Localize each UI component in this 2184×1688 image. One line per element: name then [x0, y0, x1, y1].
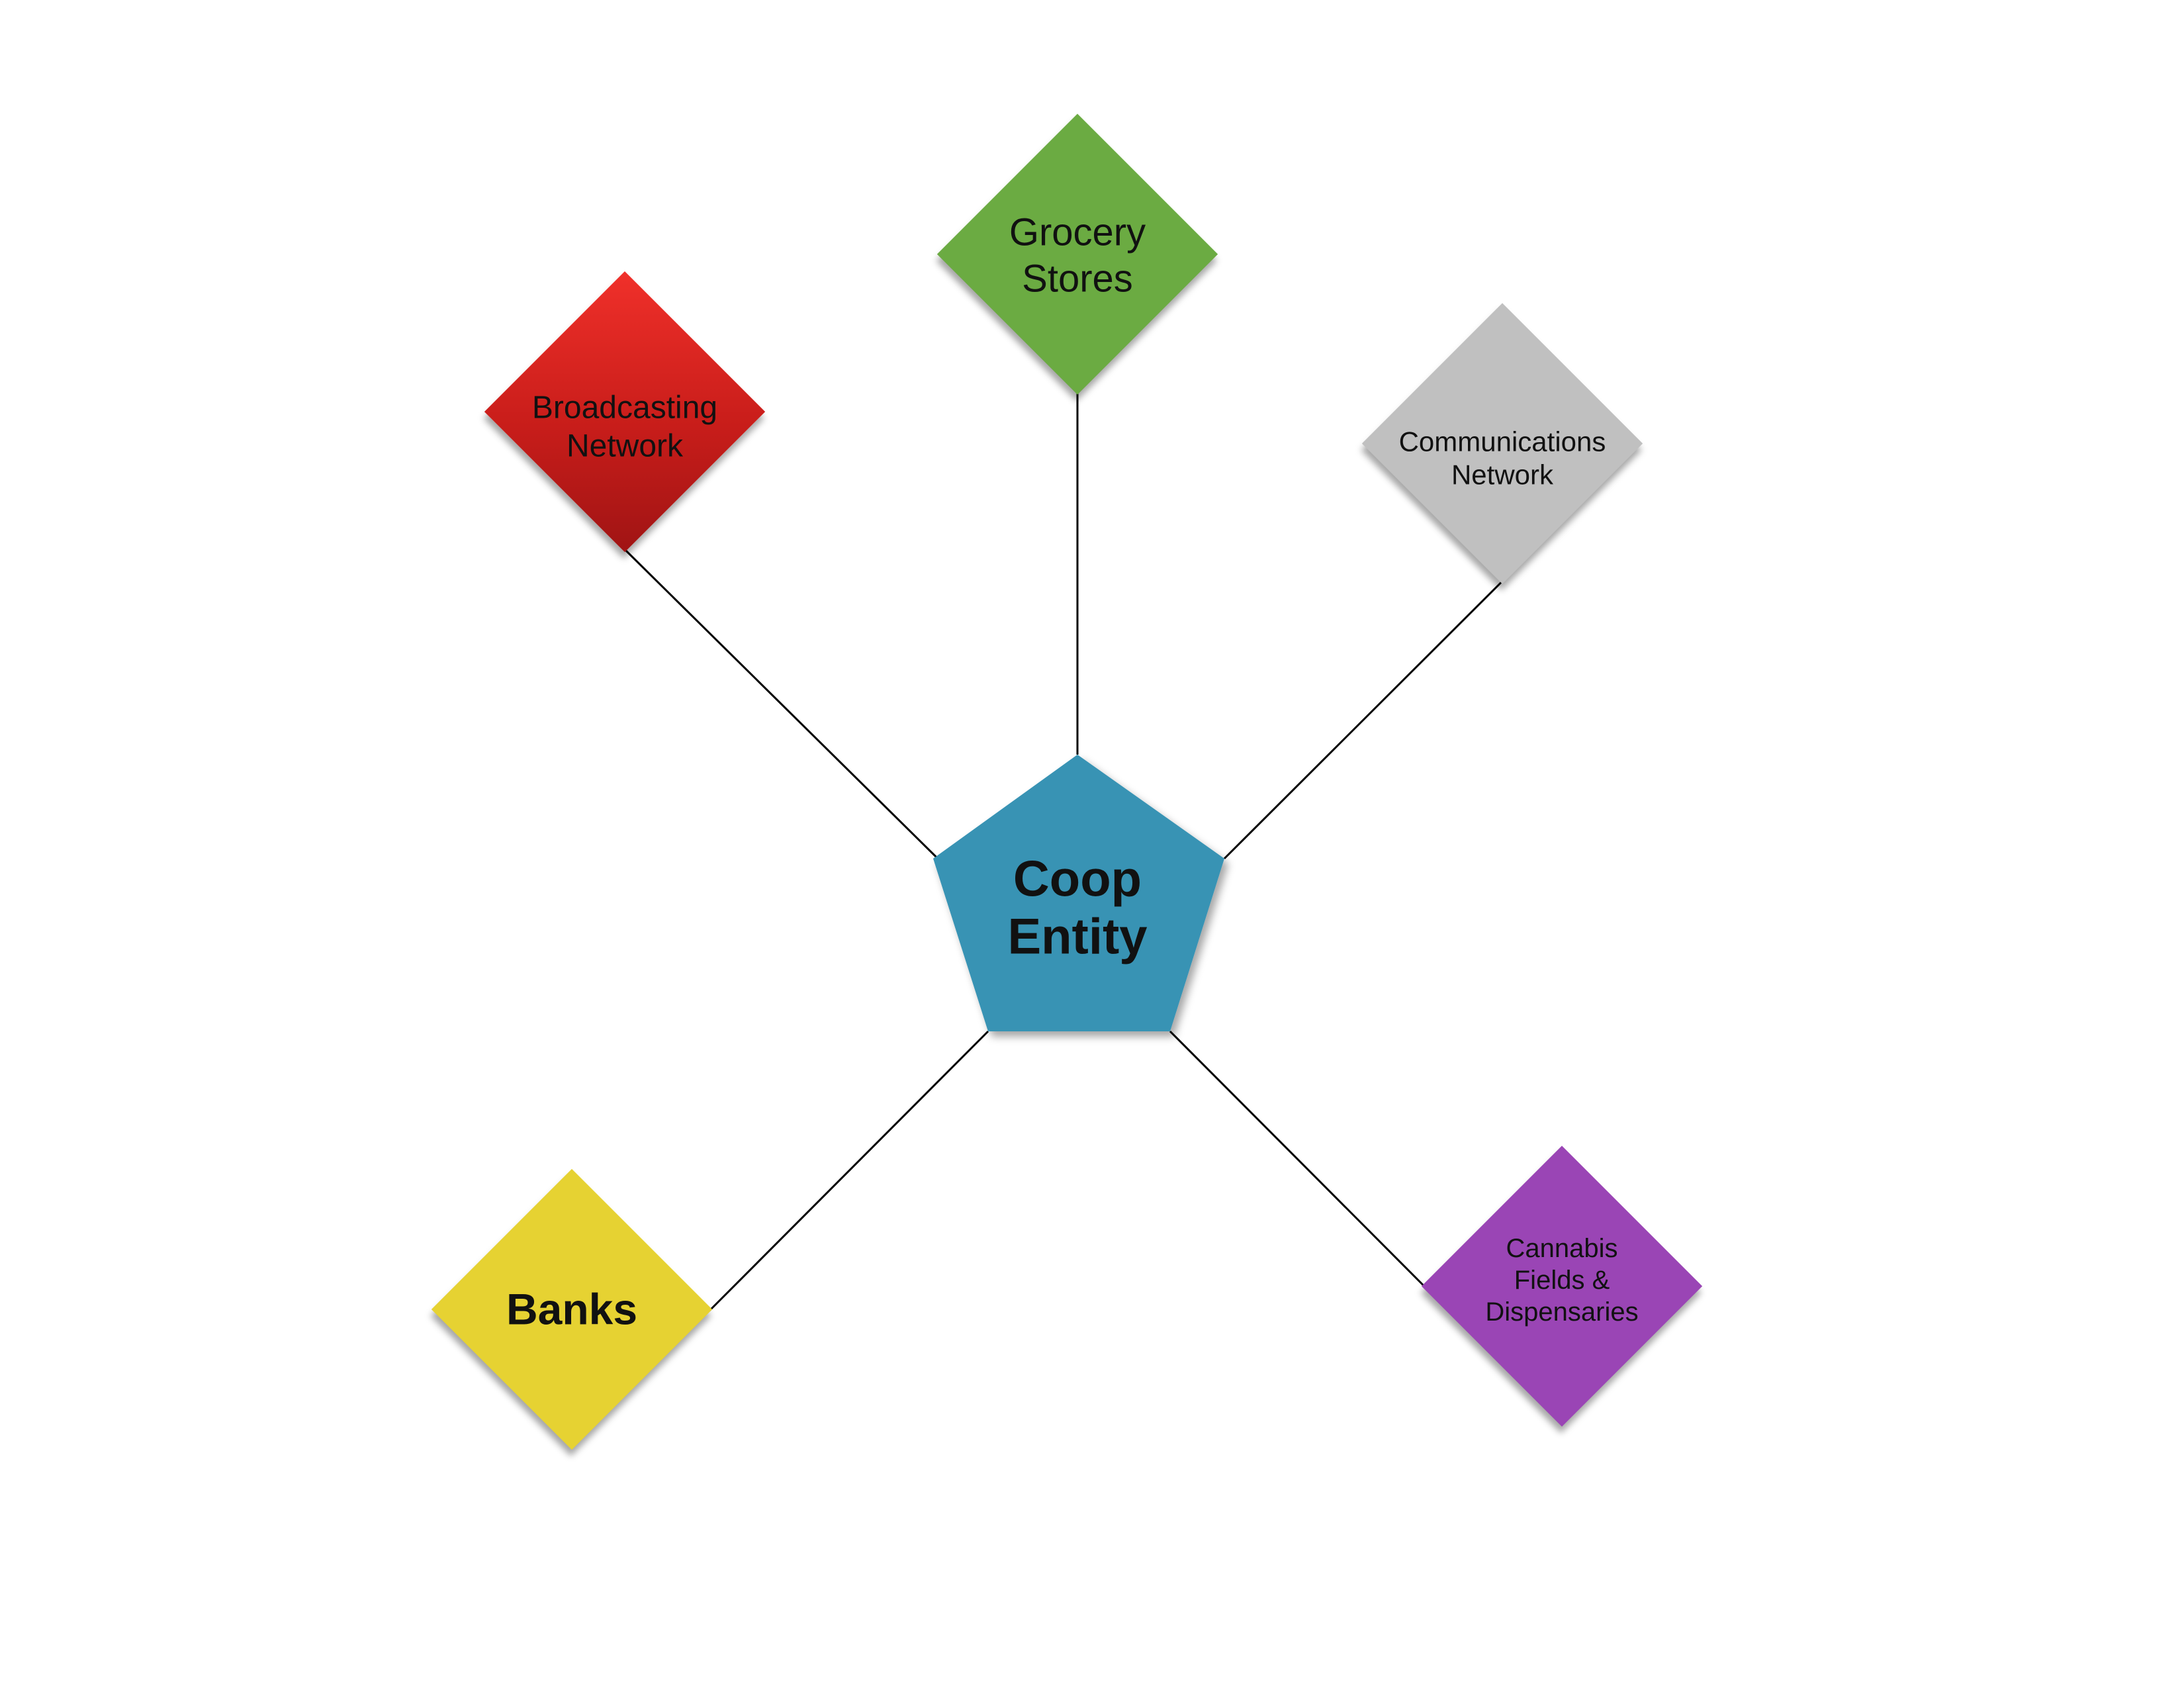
node-banks-label: Banks: [506, 1284, 638, 1334]
connector-broadcasting: [623, 548, 938, 859]
node-broadcasting-label: Broadcasting Network: [531, 390, 718, 463]
connector-communications: [1223, 580, 1504, 860]
center-label: Coop Entity: [1007, 851, 1148, 965]
node-grocery-label: Grocery Stores: [1009, 211, 1146, 300]
center-pentagon: [933, 755, 1224, 1031]
node-communications-label: Communications Network: [1398, 426, 1606, 491]
connector-banks: [708, 1030, 989, 1312]
connector-cannabis: [1169, 1030, 1426, 1288]
node-cannabis-label: Cannabis Fields & Dispensaries: [1485, 1234, 1639, 1327]
